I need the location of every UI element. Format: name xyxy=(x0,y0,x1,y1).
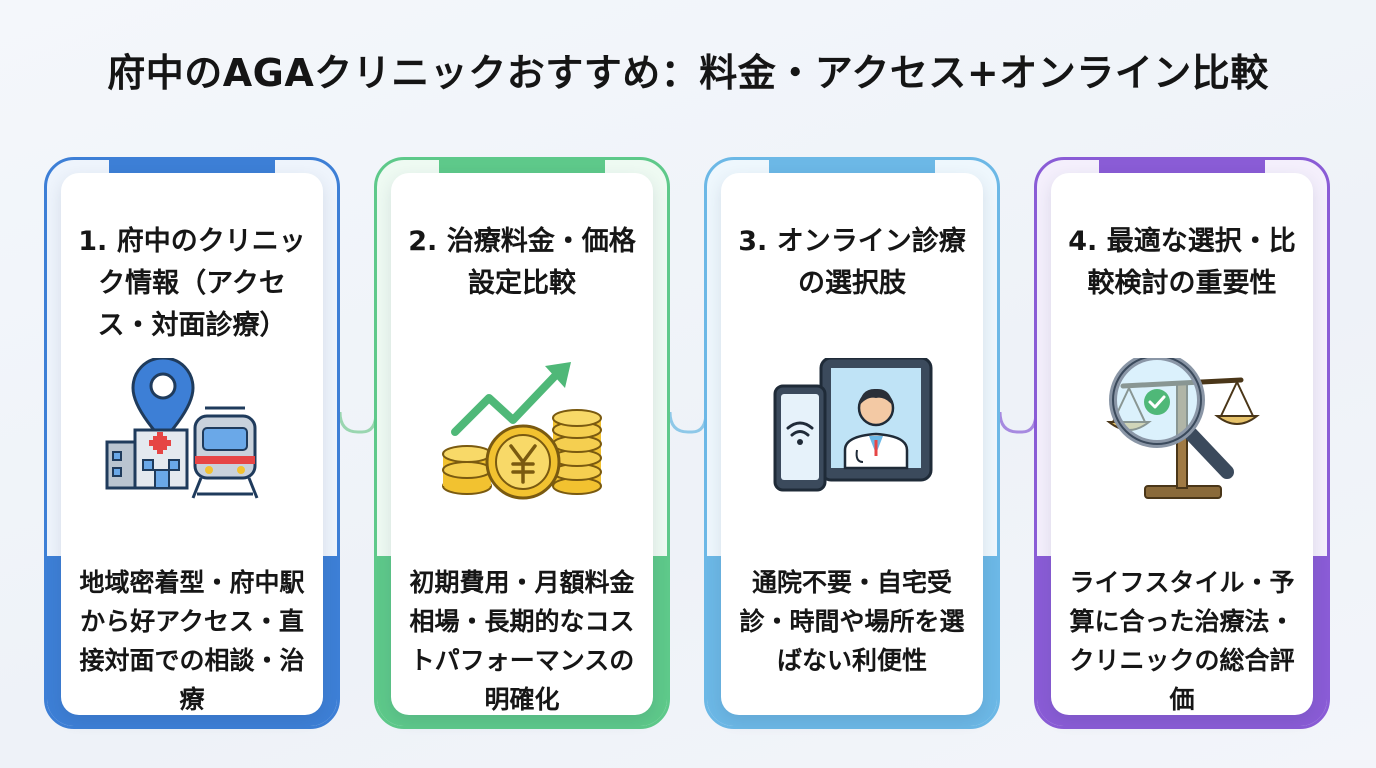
clinic-train-location-icon xyxy=(105,358,259,499)
card-2-description: 初期費用・月額料金相場・長期的なコストパフォーマンスの明確化 xyxy=(409,568,635,714)
card-1: 1. 府中のクリニック情報（アクセス・対面診療） 地域密着型・府中駅から好アクセ… xyxy=(61,173,323,715)
card-1-description: 地域密着型・府中駅から好アクセス・直接対面での相談・治療 xyxy=(79,568,305,714)
card-4: 4. 最適な選択・比較検討の重要性 ライフスタイル・予算に合った治療法・クリニッ… xyxy=(1051,173,1313,715)
magnifier-scale-icon xyxy=(1106,358,1260,499)
card-4-description: ライフスタイル・予算に合った治療法・クリニックの総合評価 xyxy=(1069,568,1295,714)
yen-coins-growth-icon xyxy=(442,362,602,500)
online-doctor-tablet-icon xyxy=(773,358,933,492)
card-3-title: 3. オンライン診療の選択肢 xyxy=(738,226,966,299)
card-4-title: 4. 最適な選択・比較検討の重要性 xyxy=(1068,226,1296,299)
page-title: 府中のAGAクリニックおすすめ：料金・アクセス+オンライン比較 xyxy=(107,51,1269,95)
card-1-title: 1. 府中のクリニック情報（アクセス・対面診療） xyxy=(78,226,306,341)
card-3-description: 通院不要・自宅受診・時間や場所を選ばない利便性 xyxy=(739,568,965,675)
card-2: 2. 治療料金・価格設定比較 初期費用・月額料金相場・長期的なコストパフォーマン… xyxy=(391,173,653,715)
card-3: 3. オンライン診療の選択肢 通院不要・自宅受診・時間や場所を選ばない利便性 xyxy=(721,173,983,715)
card-2-title: 2. 治療料金・価格設定比較 xyxy=(408,226,636,299)
